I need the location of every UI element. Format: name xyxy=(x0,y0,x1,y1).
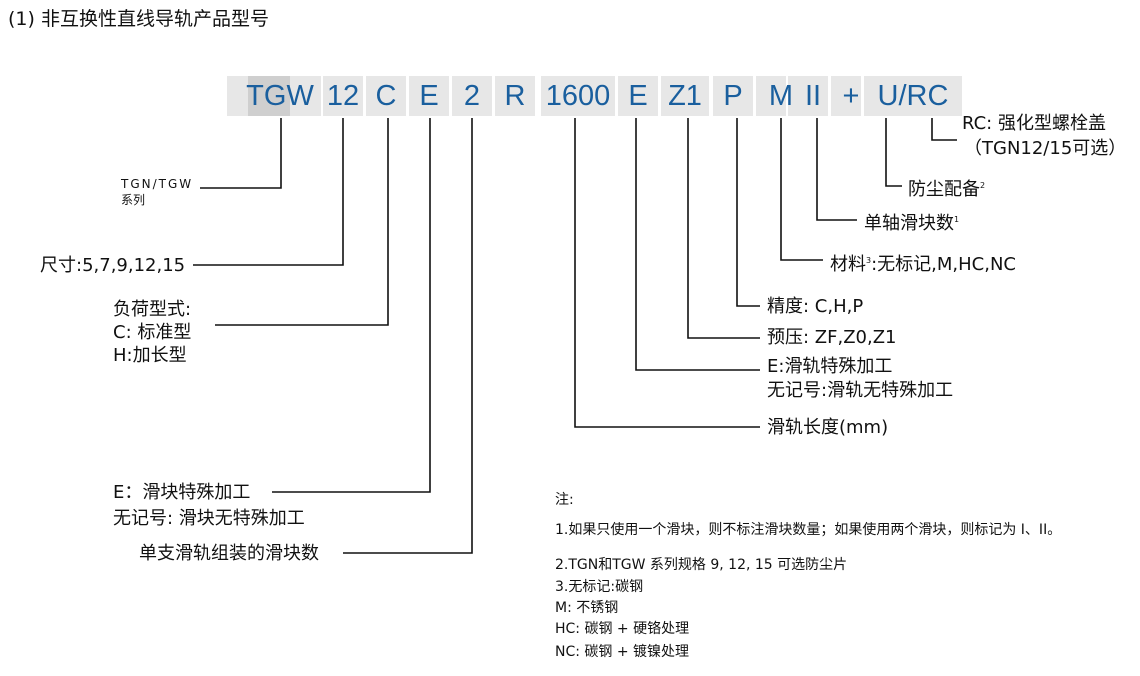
code-box-preload xyxy=(661,76,709,116)
code-box-type xyxy=(495,76,535,116)
code-precision: P xyxy=(723,80,743,112)
series-label-2: 系列 xyxy=(121,193,146,207)
code-block-proc: E xyxy=(419,80,439,112)
note-6: NC: 碳钢 + 镀镍处理 xyxy=(555,644,690,660)
code-box-precision xyxy=(713,76,753,116)
material-text: :无标记,M,HC,NC xyxy=(871,254,1016,275)
preload-label: 预压: ZF,Z0,Z1 xyxy=(767,327,897,348)
code-preload: Z1 xyxy=(668,80,702,112)
code-box-block-proc xyxy=(409,76,449,116)
leader-series xyxy=(200,118,282,189)
code-box-size xyxy=(323,76,363,116)
precision-label: 精度: C,H,P xyxy=(767,296,864,317)
note-1: 1.如果只使用一个滑块，则不标注滑块数量；如果使用两个滑块，则标记为 I、II。 xyxy=(555,522,1062,538)
leader-dust xyxy=(885,118,902,187)
leader-precision xyxy=(736,118,760,307)
code-box-length xyxy=(541,76,615,116)
size-label: 尺寸:5,7,9,12,15 xyxy=(40,255,186,276)
code-block-count: 2 xyxy=(463,80,481,112)
rc-label-1: RC: 强化型螺栓盖 xyxy=(962,113,1106,134)
code-series: TGW xyxy=(246,80,314,112)
load-label-1: 负荷型式: xyxy=(113,299,192,320)
dust-footnote-mark: 2 xyxy=(980,181,986,190)
note-3: 3.无标记:碳钢 xyxy=(555,579,644,595)
axis-text: 单轴滑块数 xyxy=(864,213,954,234)
code-box-dust xyxy=(864,76,962,116)
leader-rail-proc xyxy=(635,118,760,371)
axis-footnote-mark: 1 xyxy=(954,215,960,224)
section-heading: (1) 非互换性直线导轨产品型号 xyxy=(8,8,269,30)
material-footnote-mark: 3 xyxy=(866,256,872,265)
leader-length xyxy=(574,118,760,428)
note-4: M: 不锈钢 xyxy=(555,600,619,616)
code-box-plus xyxy=(831,76,861,116)
code-box-load xyxy=(366,76,406,116)
code-material: M xyxy=(768,80,794,112)
leader-preload xyxy=(687,118,760,339)
leader-load xyxy=(215,118,389,326)
leader-block-proc xyxy=(272,118,431,493)
code-size: 12 xyxy=(326,80,360,112)
leader-size xyxy=(193,118,344,266)
code-blocks-per-axis: II xyxy=(804,80,822,112)
leader-material xyxy=(780,118,823,261)
rail-proc-label-2: 无记号:滑轨无特殊加工 xyxy=(767,380,954,401)
length-label: 滑轨长度(mm) xyxy=(767,417,889,438)
code-box-block-count xyxy=(452,76,492,116)
code-box-axis xyxy=(788,76,828,116)
dust-label: 防尘配备2 xyxy=(908,174,985,202)
load-label-2: C: 标准型 xyxy=(113,322,192,343)
code-type: R xyxy=(504,80,526,112)
code-dust: U/RC xyxy=(877,80,949,112)
code-box-material xyxy=(756,76,786,116)
code-box-rail-proc xyxy=(618,76,658,116)
code-length: 1600 xyxy=(545,80,611,112)
leader-axis xyxy=(816,118,857,221)
material-prefix: 材料 xyxy=(830,254,866,275)
block-count-label: 单支滑轨组装的滑块数 xyxy=(139,543,319,564)
dust-text: 防尘配备 xyxy=(908,179,980,200)
code-load: C xyxy=(375,80,397,112)
note-5: HC: 碳钢 + 硬铬处理 xyxy=(555,621,690,637)
material-label: 材料3:无标记,M,HC,NC xyxy=(830,249,1016,277)
series-label-1: TGN/TGW xyxy=(121,177,194,191)
block-proc-label-2: 无记号: 滑块无特殊加工 xyxy=(113,508,305,529)
load-label-3: H:加长型 xyxy=(113,345,187,366)
block-proc-label-1: E：滑块特殊加工 xyxy=(113,482,251,503)
leader-block-count xyxy=(343,118,473,554)
code-plus: + xyxy=(842,80,860,112)
code-rail-proc: E xyxy=(628,80,648,112)
note-2: 2.TGN和TGW 系列规格 9, 12, 15 可选防尘片 xyxy=(555,557,848,573)
notes-title: 注: xyxy=(555,492,574,508)
axis-label: 单轴滑块数1 xyxy=(864,208,959,236)
rail-proc-label-1: E:滑轨特殊加工 xyxy=(767,356,893,377)
code-box-series-shade xyxy=(248,76,290,116)
rc-label-2: （TGN12/15可选） xyxy=(964,138,1127,159)
leader-rc xyxy=(931,118,957,141)
